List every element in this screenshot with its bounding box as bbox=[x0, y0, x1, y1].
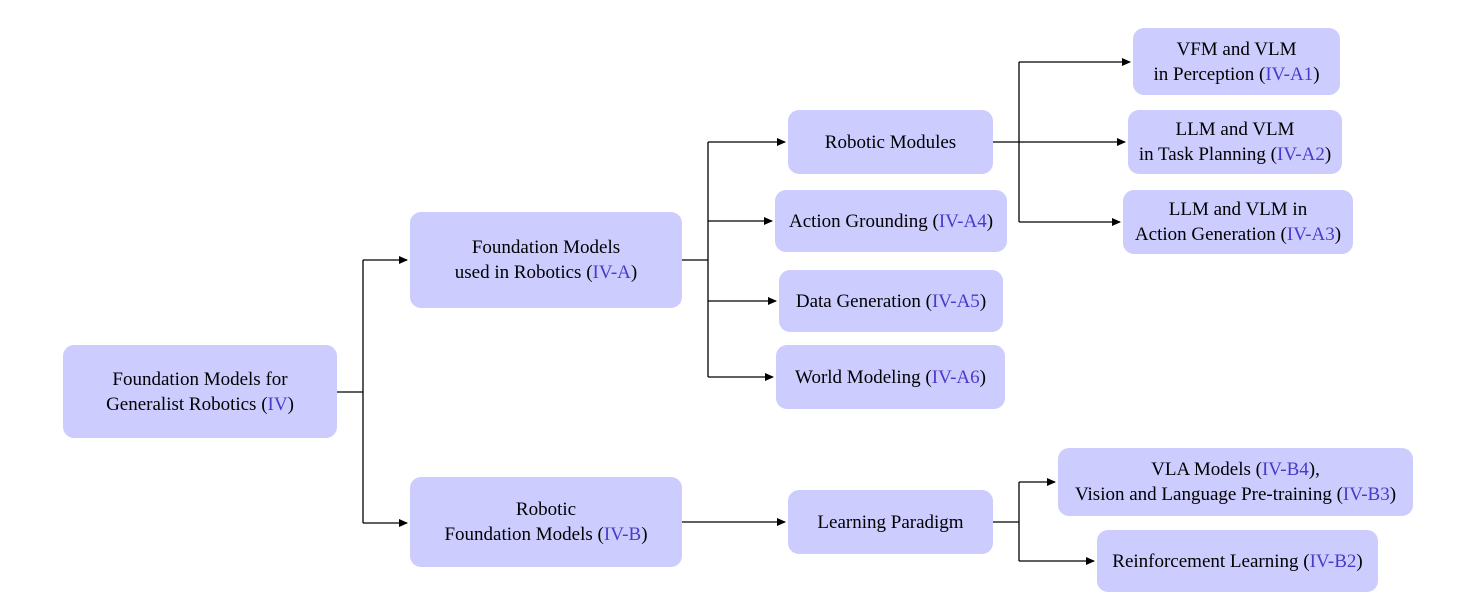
section-ref-link[interactable]: IV-A2 bbox=[1277, 144, 1325, 165]
section-ref-link[interactable]: IV-A1 bbox=[1265, 63, 1314, 85]
node-learning-paradigm: Learning Paradigm bbox=[788, 490, 993, 554]
node-line: Learning Paradigm bbox=[817, 511, 964, 533]
node-line: VLA Models (IV-B4), bbox=[1151, 459, 1320, 480]
node-line: Data Generation (IV-A5) bbox=[795, 290, 987, 312]
section-ref-link[interactable]: IV bbox=[267, 393, 288, 415]
node-robotic-modules: Robotic Modules bbox=[788, 110, 993, 174]
node-vfm-vlm-perception: VFM and VLM in Perception (IV-A1) bbox=[1133, 28, 1340, 95]
node-line: Reinforcement Learning (IV-B2) bbox=[1112, 550, 1363, 572]
node-llm-vlm-task-planning: LLM and VLM in Task Planning (IV-A2) bbox=[1128, 110, 1342, 174]
connector-iv-a-bus bbox=[682, 142, 709, 377]
node-line: Generalist Robotics (IV) bbox=[106, 393, 294, 415]
section-ref-link[interactable]: IV-A5 bbox=[931, 290, 980, 312]
node-reinforcement-learning: Reinforcement Learning (IV-B2) bbox=[1097, 530, 1378, 592]
node-line: Robotic bbox=[515, 499, 577, 520]
node-line: in Task Planning (IV-A2) bbox=[1138, 144, 1332, 165]
node-line: Foundation Models for bbox=[112, 368, 288, 390]
section-ref-link[interactable]: IV-A3 bbox=[1286, 224, 1335, 245]
node-foundation-models-used-in-robotics: Foundation Models used in Robotics (IV-A… bbox=[410, 212, 682, 308]
section-ref-link[interactable]: IV-B4 bbox=[1261, 459, 1309, 480]
section-ref-link[interactable]: IV-B2 bbox=[1309, 550, 1357, 572]
node-line: LLM and VLM bbox=[1175, 119, 1295, 140]
node-line: World Modeling (IV-A6) bbox=[795, 366, 986, 388]
node-world-modeling: World Modeling (IV-A6) bbox=[776, 345, 1005, 409]
node-vla-models-vision-language-pretraining: VLA Models (IV-B4), Vision and Language … bbox=[1058, 448, 1413, 516]
node-robotic-foundation-models: Robotic Foundation Models (IV-B) bbox=[410, 477, 682, 567]
node-action-grounding: Action Grounding (IV-A4) bbox=[775, 190, 1007, 252]
node-line: Action Generation (IV-A3) bbox=[1134, 224, 1342, 245]
section-ref-link[interactable]: IV-B bbox=[603, 524, 642, 545]
section-ref-link[interactable]: IV-A6 bbox=[931, 366, 980, 388]
section-ref-link[interactable]: IV-B3 bbox=[1342, 484, 1390, 505]
node-line: Action Grounding (IV-A4) bbox=[788, 210, 994, 232]
node-line: used in Robotics (IV-A) bbox=[454, 262, 638, 283]
node-line: Vision and Language Pre-training (IV-B3) bbox=[1074, 484, 1397, 505]
node-llm-vlm-action-generation: LLM and VLM in Action Generation (IV-A3) bbox=[1123, 190, 1353, 254]
node-line: VFM and VLM bbox=[1176, 38, 1297, 60]
node-line: Foundation Models bbox=[471, 237, 621, 258]
section-ref-link[interactable]: IV-A bbox=[592, 262, 631, 283]
node-line: Robotic Modules bbox=[824, 131, 957, 153]
node-data-generation: Data Generation (IV-A5) bbox=[779, 270, 1003, 332]
node-foundation-models-generalist-robotics: Foundation Models for Generalist Robotic… bbox=[63, 345, 337, 438]
node-line: Foundation Models (IV-B) bbox=[444, 524, 648, 545]
node-line: in Perception (IV-A1) bbox=[1153, 63, 1320, 85]
node-line: LLM and VLM in bbox=[1168, 199, 1308, 220]
section-ref-link[interactable]: IV-A4 bbox=[938, 210, 987, 232]
connector-root-bus bbox=[337, 260, 364, 523]
connector-learning-paradigm-bus bbox=[993, 482, 1020, 561]
